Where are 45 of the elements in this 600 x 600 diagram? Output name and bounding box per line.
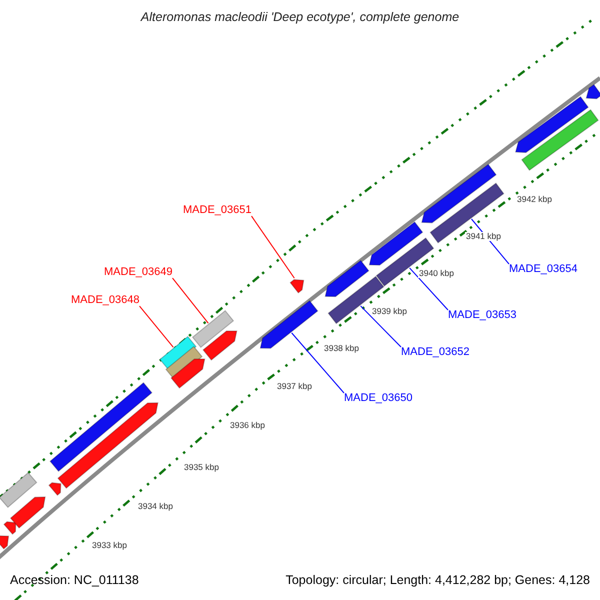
gene-label: MADE_03652	[401, 346, 470, 358]
gene-bar	[324, 260, 370, 298]
gene-label: MADE_03650	[344, 392, 412, 404]
gene-bar	[57, 402, 158, 489]
footer-text: Topology: circular; Length: 4,412,282 bp; Genes: 4,128	[286, 574, 590, 588]
scale-label: 3939 kbp	[371, 307, 408, 316]
footer-text: Accession: NC_011138	[10, 574, 139, 588]
gene-bar	[0, 535, 10, 550]
scale-label: 3934 kbp	[137, 502, 174, 512]
gene-label: MADE_03649	[104, 266, 172, 278]
scale-label: 3936 kbp	[229, 421, 266, 430]
gene-label: MADE_03651	[183, 204, 252, 216]
leader-line	[291, 332, 344, 394]
gene-bar	[586, 84, 600, 100]
gene-bar	[515, 96, 589, 154]
gene-bar	[170, 358, 206, 389]
scale-label: 3935 kbp	[183, 463, 220, 472]
scale-label: 3941 kbp	[465, 232, 502, 242]
scale-label: 3933 kbp	[91, 541, 128, 550]
leader-line	[409, 267, 448, 310]
gene-label: MADE_03654	[509, 263, 578, 276]
leader-line	[139, 306, 174, 348]
gene-bar	[260, 300, 318, 349]
gene-bar	[521, 109, 599, 171]
gene-bar	[290, 279, 304, 294]
gene-bar	[421, 164, 497, 224]
gene-bar	[202, 330, 238, 361]
scale-label: 3938 kbp	[323, 344, 360, 354]
scale-label: 3937 kbp	[276, 382, 313, 392]
leader-line	[360, 305, 402, 348]
scale-label: 3940 kbp	[418, 269, 455, 278]
scale-label: 3942 kbp	[516, 195, 553, 204]
gene-bar	[49, 382, 153, 472]
gene-bar	[368, 221, 424, 266]
gene-label: MADE_03653	[448, 309, 516, 322]
leader-line	[251, 216, 295, 279]
gene-bar	[3, 521, 16, 535]
gene-bar	[430, 182, 504, 244]
gene-bar	[10, 496, 46, 529]
title: Alteromonas macleodii 'Deep ecotype', complete genome	[139, 11, 460, 25]
leader-line	[172, 278, 209, 324]
gene-label: MADE_03648	[71, 294, 140, 306]
gene-bar	[48, 482, 62, 496]
gene-bar	[192, 310, 234, 348]
gene-bar	[0, 472, 38, 508]
